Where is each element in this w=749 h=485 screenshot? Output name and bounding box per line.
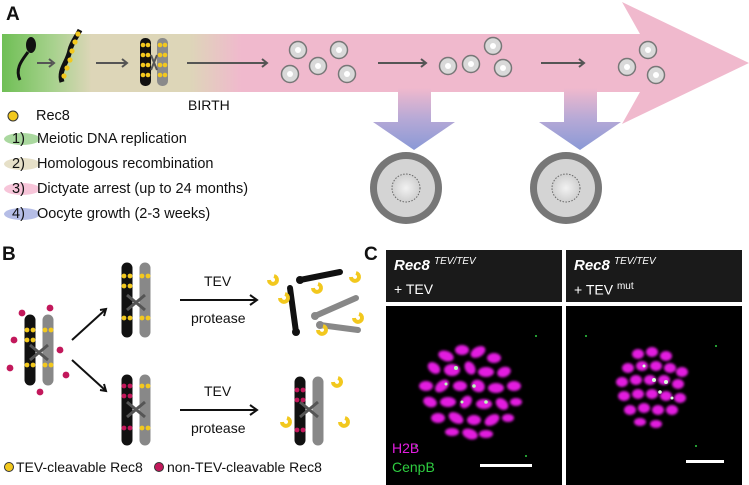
stage-number: 3) bbox=[12, 181, 25, 197]
bivalent-icon bbox=[140, 38, 168, 86]
right-genotype-sup: TEV/TEV bbox=[614, 256, 656, 267]
right-treatment: + TEV bbox=[574, 281, 614, 298]
stage-number: 2) bbox=[12, 156, 25, 172]
legend-noncleavable: non-TEV-cleavable Rec8 bbox=[167, 459, 322, 475]
top-reaction-label-2: protease bbox=[191, 310, 246, 326]
scale-bar bbox=[686, 460, 724, 463]
stage-4-item: 4) Oocyte growth (2-3 weeks) bbox=[12, 206, 210, 222]
stage-3-swatch bbox=[4, 183, 40, 195]
intact-bivalent-product bbox=[280, 376, 350, 446]
replicated-chromosome-icon bbox=[58, 28, 83, 83]
left-genotype-sup: TEV/TEV bbox=[434, 256, 476, 267]
stage-label: Oocyte growth (2-3 weeks) bbox=[36, 206, 211, 222]
left-genotype: Rec8 bbox=[394, 257, 430, 274]
birth-label: BIRTH bbox=[188, 97, 230, 113]
oocyte-cluster-3 bbox=[617, 40, 666, 85]
bottom-reaction-label-1: TEV bbox=[204, 383, 232, 399]
oocyte-cluster-2 bbox=[438, 36, 513, 78]
rec8-dot bbox=[7, 110, 19, 122]
legend-cleavable: TEV-cleavable Rec8 bbox=[16, 459, 143, 475]
timeline-arrow bbox=[2, 2, 749, 124]
right-micrograph bbox=[566, 306, 742, 485]
legend-dot-cleavable bbox=[4, 462, 14, 472]
grown-oocyte-1 bbox=[370, 152, 442, 224]
oocyte-cluster-1 bbox=[280, 40, 357, 84]
stage-1-swatch bbox=[4, 133, 40, 145]
bottom-reaction-label-2: protease bbox=[191, 420, 246, 436]
sperm-icon bbox=[16, 37, 36, 81]
left-treatment: + TEV bbox=[394, 281, 434, 297]
right-treatment-sup: mut bbox=[616, 281, 634, 292]
stage-2-swatch bbox=[4, 158, 40, 170]
stage-3-item: 3) Dictyate arrest (up to 24 months) bbox=[12, 181, 248, 197]
panel-c-letter: C bbox=[364, 244, 378, 265]
panel-a-timeline bbox=[2, 2, 749, 224]
right-chromosome-spread bbox=[585, 335, 724, 463]
stage-number: 1) bbox=[12, 131, 25, 147]
left-condition-header: Rec8 TEV/TEV + TEV bbox=[386, 250, 562, 302]
stage-number: 4) bbox=[12, 206, 25, 222]
panel-b-diagram bbox=[4, 262, 364, 472]
rec8-legend-label: Rec8 bbox=[36, 108, 70, 124]
panel-b-letter: B bbox=[2, 244, 16, 265]
left-chromosome-spread bbox=[415, 335, 537, 467]
stage-2-item: 2) Homologous recombination bbox=[12, 156, 213, 172]
stage-4-swatch bbox=[4, 208, 40, 220]
bivalent-tev-cleavable bbox=[121, 262, 151, 338]
stage-label: Dictyate arrest (up to 24 months) bbox=[36, 181, 249, 197]
panel-a-letter: A bbox=[6, 4, 20, 25]
h2b-label: H2B bbox=[392, 440, 420, 456]
top-reaction-label-1: TEV bbox=[204, 273, 232, 289]
growth-arrow-1 bbox=[373, 88, 455, 150]
cleaved-products bbox=[267, 269, 364, 336]
legend-dot-noncleavable bbox=[154, 462, 164, 472]
cenpb-label: CenpB bbox=[392, 459, 435, 475]
growth-arrow-2 bbox=[539, 88, 621, 150]
grown-oocyte-2 bbox=[530, 152, 602, 224]
stage-label: Homologous recombination bbox=[36, 156, 214, 172]
bivalent-non-cleavable bbox=[121, 374, 151, 446]
left-micrograph: H2B CenpB bbox=[386, 306, 562, 485]
right-genotype: Rec8 bbox=[574, 257, 610, 274]
starting-bivalent bbox=[6, 304, 70, 396]
stage-1-item: 1) Meiotic DNA replication bbox=[12, 131, 187, 147]
scale-bar bbox=[480, 464, 532, 467]
stage-label: Meiotic DNA replication bbox=[36, 131, 187, 147]
right-condition-header: Rec8 TEV/TEV + TEV mut bbox=[566, 250, 742, 302]
